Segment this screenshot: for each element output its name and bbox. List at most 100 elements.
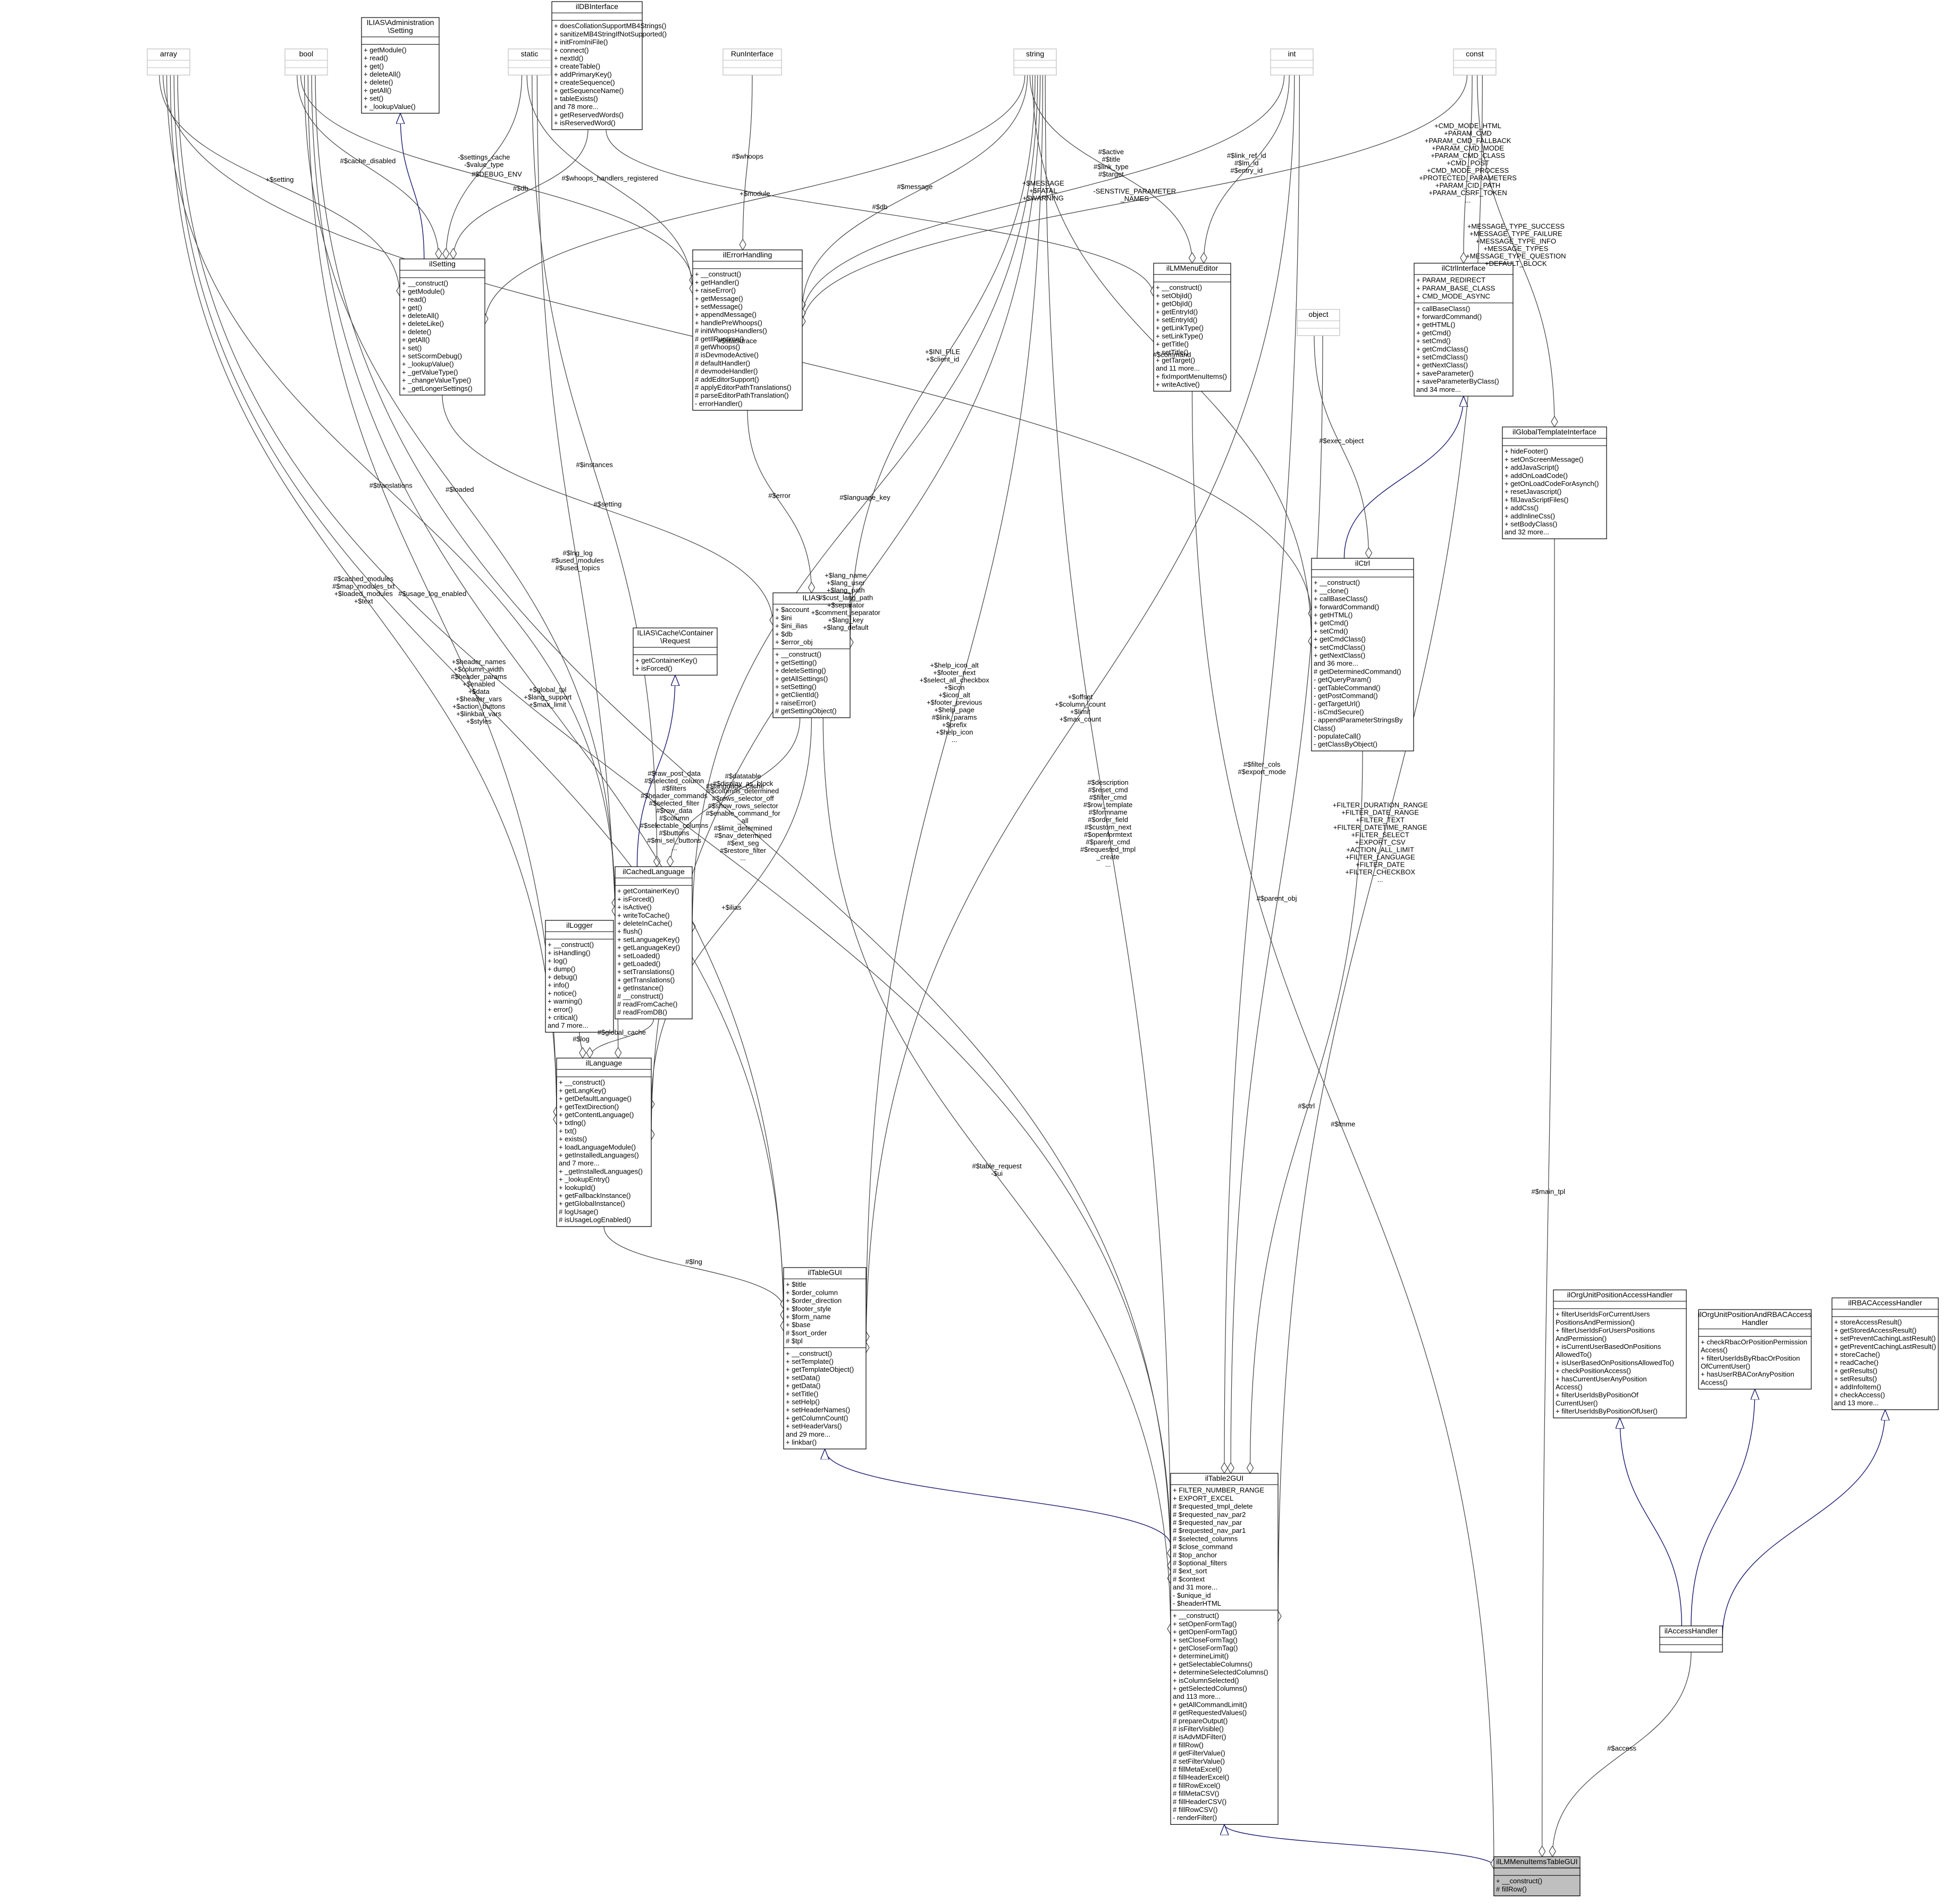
edge-label: #$main_tpl <box>1532 1188 1566 1196</box>
usage-edge <box>1029 75 1192 263</box>
edge-label: #$display_as_block <box>713 779 774 787</box>
edge-label: #$db <box>513 184 528 192</box>
edge-label: #$global_cache <box>598 1028 646 1036</box>
edge-label: +FILTER_LANGUAGE <box>1346 853 1415 861</box>
edge-label: #$table_request <box>972 1162 1022 1170</box>
class-method: + getSequenceName() <box>554 87 624 95</box>
usage-edge <box>536 75 618 1058</box>
class-method: + critical() <box>548 1013 578 1021</box>
class-attribute: and 31 more... <box>1173 1583 1217 1591</box>
edge-label: _all <box>737 817 748 825</box>
class-method: # getWhoops() <box>695 343 740 351</box>
edge-label: +EXPORT_CSV <box>1355 838 1406 846</box>
edge-label: +$styles <box>466 717 492 725</box>
edge-label: +FILTER_TEXT <box>1356 816 1405 824</box>
class-method: # fillRowCSV() <box>1173 1806 1218 1814</box>
usage-edge <box>177 75 1171 1558</box>
edge-label: +$limit <box>1070 708 1090 716</box>
class-method: + __construct() <box>695 270 741 278</box>
class-title: ILIAS\Administration <box>367 18 434 27</box>
edge-label: +$data <box>468 687 490 695</box>
class-node-ilcachedlanguage: ilCachedLanguage+ getContainerKey()+ isF… <box>615 866 693 1019</box>
class-attribute: + $db <box>775 630 793 638</box>
class-node-object: object <box>1297 309 1340 336</box>
edge-label: #$cache_disabled <box>340 157 396 165</box>
edge-label: +$lang_default <box>823 623 869 631</box>
usage-edge <box>670 717 801 867</box>
class-box <box>1553 1289 1687 1419</box>
edge-label: +$lang_name <box>825 571 867 579</box>
edge-label: -$settings_cache <box>458 153 510 161</box>
edge-label: +PROTECTED_PARAMETERS <box>1419 174 1517 182</box>
usage-edge <box>526 75 693 293</box>
edge-label: +MESSAGE_TYPE_INFO <box>1476 237 1556 245</box>
class-method: + filterUserIdsForUsersPositions <box>1556 1327 1655 1335</box>
class-method: # readFromCache() <box>617 1000 677 1008</box>
class-method: + getCmdClass() <box>1314 635 1366 643</box>
edge-label: #$selected_filter <box>649 799 700 807</box>
class-method: + isActive() <box>617 903 652 911</box>
inheritance-edge <box>1722 1410 1885 1638</box>
class-title: ilLanguage <box>586 1059 623 1067</box>
class-box <box>1311 558 1414 751</box>
class-method: and 78 more... <box>554 103 599 111</box>
class-method: + setCloseFormTag() <box>1173 1636 1238 1644</box>
class-method: + lookupId() <box>559 1184 595 1192</box>
edge-label: #$lng_log <box>562 549 592 557</box>
class-method: + fixImportMenuItems() <box>1156 372 1227 380</box>
class-title: ilTable2GUI <box>1205 1474 1243 1482</box>
class-method: + setTranslations() <box>617 968 675 976</box>
edge-label: #$parent_cmd <box>1086 838 1130 846</box>
edge-label: +$separator <box>827 601 864 609</box>
class-method: + filterUserIdsByPositionOfUser() <box>1556 1407 1658 1415</box>
usage-edge <box>1191 391 1494 1869</box>
class-node-ildb: ilDBInterface+ doesCollationSupportMB4St… <box>551 1 667 130</box>
class-title: static <box>521 49 539 58</box>
class-title: ilGlobalTemplateInterface <box>1512 427 1596 436</box>
class-method: + filterUserIdsForCurrentUsers <box>1556 1310 1650 1318</box>
class-method: - getPostCommand() <box>1314 692 1378 700</box>
edge-label: ... <box>740 854 746 862</box>
class-method: + readCache() <box>1834 1358 1878 1366</box>
class-method: + setLanguageKey() <box>617 935 679 943</box>
usage-edge <box>606 129 1154 297</box>
class-attribute: - $headerHTML <box>1173 1599 1221 1607</box>
usage-edge <box>692 75 1038 932</box>
edge-label: +$column_width <box>453 665 503 673</box>
class-method: + getAllSettings() <box>775 675 828 683</box>
edge-label: #$link_params <box>932 714 977 722</box>
class-method: + getContainerKey() <box>635 656 697 664</box>
class-node-ilsetting: ilSetting+ __construct()+ getModule()+ r… <box>399 258 485 396</box>
class-attribute: # $optional_filters <box>1173 1559 1227 1567</box>
edge-label: _NAMES <box>1120 195 1149 203</box>
class-method: + setObjId() <box>1156 291 1192 299</box>
class-method: Access() <box>1556 1383 1583 1391</box>
edge-label: #$export_mode <box>1238 768 1286 776</box>
class-method: + warning() <box>548 997 582 1005</box>
class-attribute: + $ini <box>775 614 792 622</box>
class-box <box>692 249 803 411</box>
edge-label: +MESSAGE_TYPE_SUCCESS <box>1467 222 1565 230</box>
class-title: const <box>1466 49 1484 58</box>
class-box <box>551 1 643 130</box>
class-attribute: + $account <box>775 606 809 614</box>
class-attribute: # $requested_nav_par2 <box>1173 1511 1246 1519</box>
edge-label: +FILTER_DATE <box>1356 860 1405 868</box>
class-attribute: # $ext_sort <box>1173 1567 1207 1575</box>
class-method: + isHandling() <box>548 949 591 957</box>
usage-edge <box>1224 75 1300 1473</box>
class-title: ilSetting <box>429 259 456 268</box>
edge-label: +$help_icon_alt <box>930 661 979 669</box>
class-attribute: + CMD_MODE_ASYNC <box>1416 292 1490 300</box>
class-method: + getCmdClass() <box>1416 345 1468 353</box>
usage-edge <box>311 75 784 1331</box>
class-method: + set() <box>402 344 422 352</box>
class-method: # isFilterVisible() <box>1173 1725 1224 1733</box>
edge-label: #$custom_next <box>1085 823 1132 831</box>
class-attribute: - $unique_id <box>1173 1591 1211 1599</box>
usage-edge <box>802 75 1468 326</box>
class-method: # __construct() <box>617 992 663 1000</box>
edge-label: #$lm_id <box>1234 159 1259 167</box>
usage-edge <box>850 75 1036 648</box>
class-method: + getStoredAccessResult() <box>1834 1326 1917 1334</box>
